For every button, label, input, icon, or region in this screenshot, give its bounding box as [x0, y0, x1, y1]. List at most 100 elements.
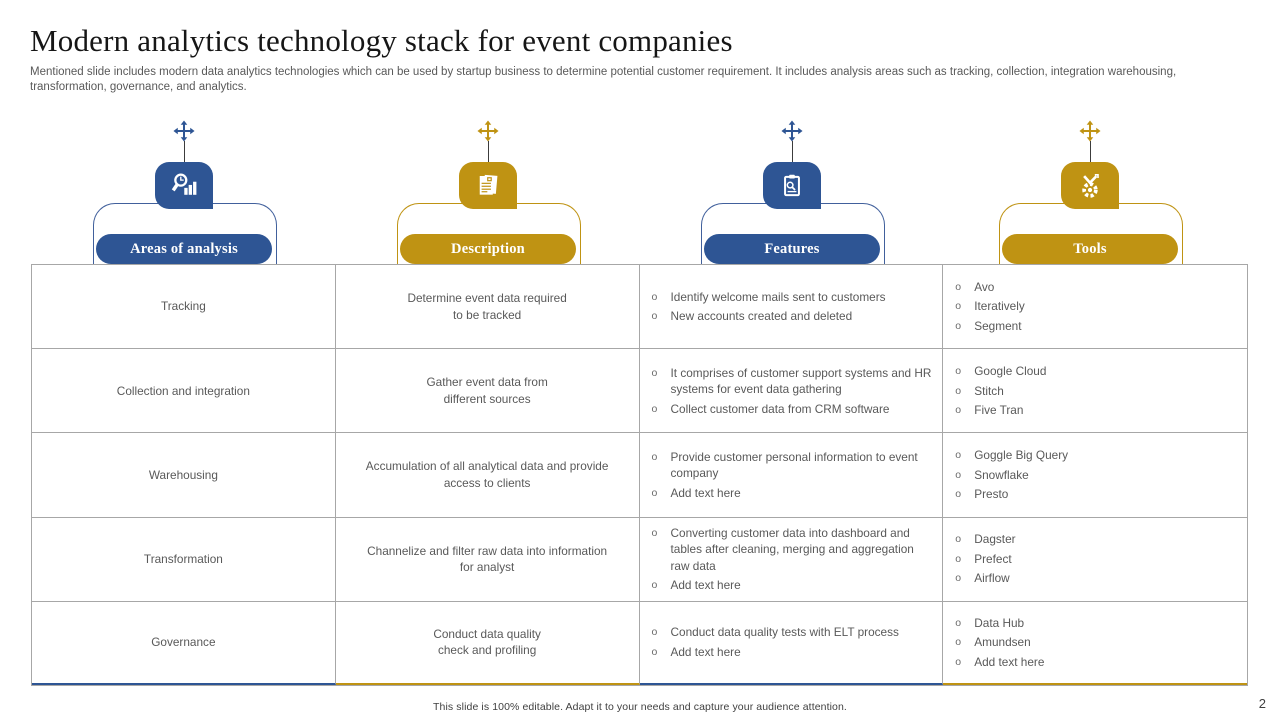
move-handle-icon[interactable]: [477, 120, 499, 142]
analytics-stack-table: Tracking Determine event data required t…: [31, 264, 1248, 687]
editable-note: This slide is 100% editable. Adapt it to…: [433, 701, 847, 713]
bullet: o: [955, 488, 962, 501]
bullet: o: [955, 552, 962, 565]
magnifier-bar-chart-icon: [155, 162, 213, 209]
bullet: o: [651, 366, 658, 379]
bullet: o: [955, 616, 962, 629]
column-label: Tools: [1002, 234, 1178, 264]
column-header-areas-of-analysis: Areas of analysis: [84, 120, 284, 265]
gear-tools-icon: [1061, 162, 1119, 209]
bullet: o: [651, 645, 658, 658]
column-label: Description: [400, 234, 576, 264]
table-row: Tracking Determine event data required t…: [32, 265, 1247, 350]
column-label: Features: [704, 234, 880, 264]
description-cell: Determine event data required to be trac…: [336, 265, 640, 349]
description-cell: Conduct data quality check and profiling: [335, 601, 640, 686]
area-cell: Collection and integration: [32, 349, 336, 433]
bullet: o: [955, 404, 962, 417]
table-row: Collection and integration Gather event …: [32, 349, 1247, 434]
document-icon: [459, 162, 517, 209]
bullet: o: [955, 319, 962, 332]
table-row: Governance Conduct data quality check an…: [32, 601, 1247, 687]
column-header-description: Description: [388, 120, 588, 265]
bullet: o: [651, 579, 658, 592]
connector-line: [487, 141, 489, 163]
bullet: o: [651, 290, 658, 303]
bullet: o: [651, 402, 658, 415]
move-handle-icon[interactable]: [1079, 120, 1101, 142]
bullet: o: [955, 572, 962, 585]
bullet: o: [955, 300, 962, 313]
bullet: o: [651, 486, 658, 499]
area-cell: Warehousing: [32, 433, 336, 517]
connector-line: [1089, 141, 1091, 163]
bullet: o: [651, 450, 658, 463]
bullet: o: [955, 655, 962, 668]
bullet: o: [955, 280, 962, 293]
move-handle-icon[interactable]: [781, 120, 803, 142]
page-number: 2: [1258, 696, 1266, 711]
description-cell: Gather event data from different sources: [336, 349, 640, 433]
table-row: Warehousing Accumulation of all analytic…: [32, 433, 1247, 518]
column-label: Areas of analysis: [96, 234, 272, 264]
description-cell: Channelize and filter raw data into info…: [336, 517, 640, 601]
area-cell: Governance: [32, 601, 336, 686]
move-handle-icon[interactable]: [173, 120, 195, 142]
bullet: o: [955, 636, 962, 649]
clipboard-icon: [763, 162, 821, 209]
page-subtitle: Mentioned slide includes modern data ana…: [30, 66, 1177, 93]
bullet: o: [651, 626, 658, 639]
bullet: o: [955, 449, 962, 462]
bullet: o: [955, 365, 962, 378]
connector-line: [183, 141, 185, 163]
bullet: o: [955, 384, 962, 397]
area-cell: Transformation: [32, 517, 336, 601]
bullet: o: [955, 533, 962, 546]
table-row: Transformation Channelize and filter raw…: [32, 517, 1247, 602]
column-header-tools: Tools: [990, 120, 1190, 265]
page-title: Modern analytics technology stack for ev…: [30, 23, 733, 58]
connector-line: [791, 141, 793, 163]
bullet: o: [651, 310, 658, 323]
column-header-features: Features: [692, 120, 892, 265]
description-cell: Accumulation of all analytical data and …: [336, 433, 640, 517]
area-cell: Tracking: [32, 265, 336, 349]
bullet: o: [651, 526, 658, 539]
bullet: o: [955, 468, 962, 481]
